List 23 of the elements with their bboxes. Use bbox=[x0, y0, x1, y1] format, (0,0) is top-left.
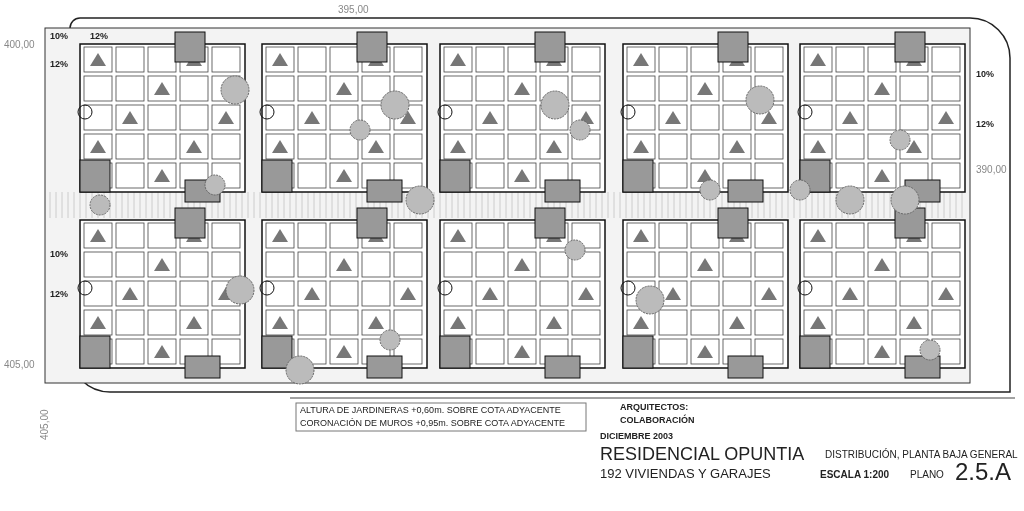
drawing-title: DISTRIBUCIÓN, PLANTA BAJA GENERAL bbox=[825, 450, 1018, 460]
project-title: RESIDENCIAL OPUNTIA bbox=[600, 445, 805, 463]
dimension-label: 395,00 bbox=[338, 5, 369, 15]
sheet-number: 2.5.A bbox=[955, 460, 1012, 484]
dimension-label: 405,00 bbox=[40, 409, 50, 440]
slope-label: 12% bbox=[976, 120, 994, 129]
scale-text: ESCALA 1:200 bbox=[820, 470, 890, 480]
note-text: CORONACIÓN DE MUROS +0,95m. SOBRE COTA ADYACENTE bbox=[300, 419, 565, 428]
heading-text: COLABORACIÓN bbox=[620, 416, 695, 425]
dimension-label: 400,00 bbox=[4, 40, 35, 50]
slope-label: 10% bbox=[50, 32, 68, 41]
project-subtitle: 192 VIVIENDAS Y GARAJES bbox=[600, 467, 771, 480]
dimension-label: 390,00 bbox=[976, 165, 1007, 175]
sheet-label: PLANO bbox=[910, 470, 944, 480]
slope-label: 10% bbox=[976, 70, 994, 79]
slope-label: 10% bbox=[50, 250, 68, 259]
date-text: DICIEMBRE 2003 bbox=[600, 432, 674, 441]
slope-label: 12% bbox=[50, 290, 68, 299]
heading-text: ARQUITECTOS: bbox=[620, 403, 689, 412]
slope-label: 12% bbox=[90, 32, 108, 41]
note-text: ALTURA DE JARDINERAS +0,60m. SOBRE COTA ADYACENTE bbox=[300, 406, 561, 415]
slope-label: 12% bbox=[50, 60, 68, 69]
dimension-label: 405,00 bbox=[4, 360, 35, 370]
